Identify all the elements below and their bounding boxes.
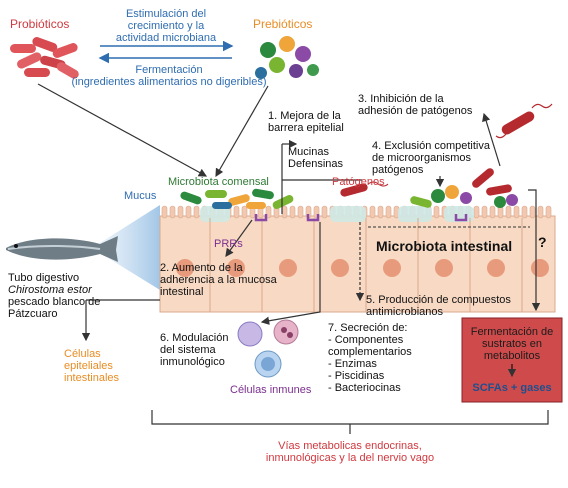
inhibition-arrow bbox=[482, 112, 501, 167]
pathogens-icon bbox=[340, 168, 518, 208]
probiotics-bacteria-icon bbox=[10, 37, 79, 79]
question-mark-label: ? bbox=[538, 234, 547, 250]
mucus-label: Mucus bbox=[124, 190, 157, 202]
probiotics-label: Probióticos bbox=[10, 17, 70, 31]
scfas-label: SCFAs + gases bbox=[472, 382, 552, 394]
commensal-microbiota-label: Microbiota comensal bbox=[168, 176, 269, 188]
prebiotics-spheres-icon bbox=[255, 36, 319, 79]
immune-cells-label: Células inmunes bbox=[230, 384, 312, 396]
prebiotics-label: Prebióticos bbox=[253, 17, 313, 31]
immune-cells-icon bbox=[237, 319, 299, 378]
bottom-bracket bbox=[151, 410, 549, 425]
probiotics-to-microbiota-arrow bbox=[37, 83, 208, 177]
commensal-microbiota-icon bbox=[180, 188, 294, 209]
prrs-arrow bbox=[225, 219, 253, 257]
prebiotics-to-microbiota-arrow bbox=[215, 85, 269, 178]
fermentation-box bbox=[461, 317, 563, 403]
pathogens-label: Patógenos bbox=[332, 176, 385, 188]
pathogen-inhibition-icon bbox=[495, 103, 553, 139]
immune-arrow bbox=[260, 222, 321, 325]
fermentation-text: Fermentación(ingredientes alimentarios n… bbox=[71, 64, 267, 88]
prrs-label: PRRs bbox=[214, 238, 243, 250]
metabolic-pathways-label: Vías metabolicas endocrinas,inmunológica… bbox=[265, 440, 435, 464]
digestive-tract-label: Tubo digestivo Chirostoma estor pescado … bbox=[8, 272, 101, 320]
fish-icon bbox=[6, 205, 160, 290]
fermentation-box-arrow bbox=[528, 189, 541, 312]
microbiota-intestinal-label: Microbiota intestinal bbox=[376, 238, 513, 254]
